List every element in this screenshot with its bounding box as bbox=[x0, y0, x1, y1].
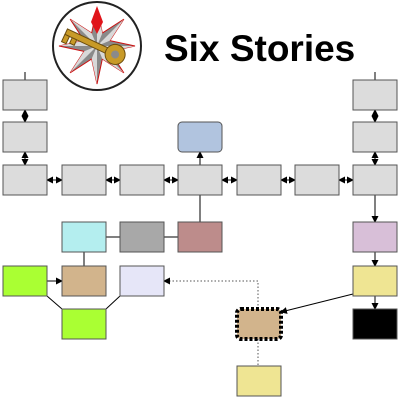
story-node-y2[interactable] bbox=[61, 308, 107, 340]
edge-k1-to-td bbox=[280, 293, 354, 314]
story-node-p[interactable] bbox=[177, 221, 223, 253]
edge-td-to-v bbox=[163, 277, 259, 309]
compass-star-facet bbox=[91, 46, 97, 84]
compass-star-facet bbox=[70, 46, 97, 73]
story-node-m1[interactable] bbox=[61, 164, 107, 196]
story-node-td[interactable] bbox=[235, 307, 283, 341]
page-title: Six Stories bbox=[164, 28, 356, 69]
story-node-m3[interactable] bbox=[177, 164, 223, 196]
compass-star-with-key-icon bbox=[52, 1, 142, 91]
story-node-k1[interactable] bbox=[352, 265, 398, 297]
diagram-edges bbox=[21, 109, 379, 366]
story-node-l1[interactable] bbox=[2, 79, 48, 111]
story-node-l2[interactable] bbox=[2, 121, 48, 153]
story-node-r2[interactable] bbox=[352, 121, 398, 153]
story-node-r1[interactable] bbox=[352, 79, 398, 111]
story-node-v[interactable] bbox=[119, 265, 165, 297]
story-node-b[interactable] bbox=[177, 121, 223, 153]
key-part bbox=[111, 50, 120, 59]
story-node-m5[interactable] bbox=[294, 164, 340, 196]
key-part bbox=[68, 37, 78, 46]
story-node-y[interactable] bbox=[2, 265, 48, 297]
diagram-nodes bbox=[2, 79, 398, 397]
compass-star-facet bbox=[97, 19, 124, 46]
gold-key-shape bbox=[60, 28, 126, 65]
story-node-bk[interactable] bbox=[352, 308, 398, 340]
story-node-m2[interactable] bbox=[119, 164, 165, 196]
story-node-t[interactable] bbox=[61, 265, 107, 297]
story-node-r3[interactable] bbox=[352, 164, 398, 196]
story-node-g[interactable] bbox=[119, 221, 165, 253]
story-node-k2[interactable] bbox=[236, 365, 282, 397]
story-node-th[interactable] bbox=[352, 221, 398, 253]
edge-v-to-y2 bbox=[105, 295, 121, 310]
story-node-l3[interactable] bbox=[2, 164, 48, 196]
story-node-m4[interactable] bbox=[236, 164, 282, 196]
story-node-c[interactable] bbox=[61, 221, 107, 253]
red-diamond-shape bbox=[91, 6, 103, 34]
edge-t-to-y2 bbox=[46, 295, 63, 310]
key-part bbox=[60, 33, 71, 45]
